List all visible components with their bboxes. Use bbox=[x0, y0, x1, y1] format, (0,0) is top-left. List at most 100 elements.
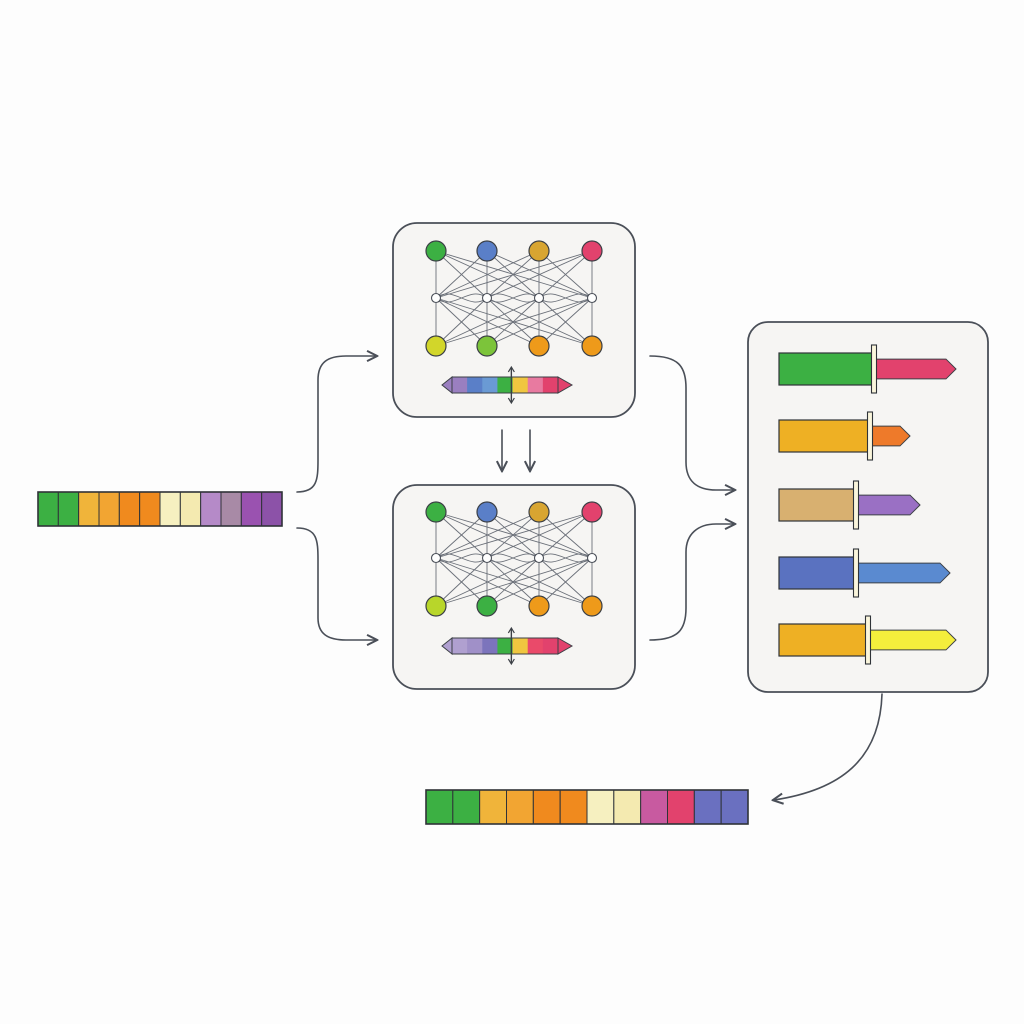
input-node bbox=[581, 240, 603, 262]
network-connections bbox=[435, 250, 593, 347]
output-bars bbox=[778, 344, 957, 665]
output-sequence-cell bbox=[693, 789, 722, 825]
output-bar bbox=[778, 411, 911, 461]
input-to-bottom-network-arrow bbox=[296, 527, 376, 640]
input-sequence-cell bbox=[200, 491, 222, 527]
output-sequence-cell bbox=[532, 789, 561, 825]
network-edge bbox=[435, 557, 488, 607]
input-sequence-cell bbox=[98, 491, 120, 527]
output-node bbox=[581, 335, 603, 357]
output-sequence-cell bbox=[506, 789, 534, 825]
network-edge bbox=[486, 511, 593, 559]
probe-marker-up bbox=[507, 365, 515, 373]
network-edge bbox=[435, 553, 488, 563]
network-edge bbox=[435, 297, 488, 347]
network-edge bbox=[538, 293, 593, 303]
input-node bbox=[528, 240, 550, 262]
probe-segment bbox=[467, 377, 483, 393]
output-bar-marker bbox=[864, 615, 872, 665]
input-node bbox=[528, 501, 550, 523]
output-bar-tip bbox=[873, 358, 957, 380]
bottom-network bbox=[425, 501, 603, 666]
probe-segment bbox=[467, 638, 483, 654]
output-node bbox=[528, 335, 550, 357]
output-sequence-cell bbox=[613, 789, 642, 825]
top-network-panel bbox=[392, 222, 636, 418]
hidden-node bbox=[430, 292, 442, 304]
probe-segment bbox=[542, 638, 559, 654]
output-bar-base bbox=[778, 352, 875, 386]
input-node bbox=[425, 240, 447, 262]
hidden-node bbox=[533, 552, 545, 564]
output-node bbox=[476, 595, 498, 617]
output-sequence-cell bbox=[640, 789, 669, 825]
probe-segment bbox=[527, 377, 544, 393]
probe-marker-down bbox=[507, 658, 515, 666]
output-bar bbox=[778, 344, 957, 394]
input-sequence-cell bbox=[220, 491, 242, 527]
network-edge bbox=[486, 297, 593, 347]
input-sequence-cell bbox=[159, 491, 181, 527]
network-edge bbox=[435, 511, 488, 559]
output-sequence-cell bbox=[452, 789, 481, 825]
probe-segment bbox=[512, 638, 529, 654]
network-edge bbox=[435, 250, 593, 299]
connectors bbox=[296, 355, 883, 800]
output-bar-marker bbox=[870, 344, 878, 394]
hidden-node bbox=[586, 552, 598, 564]
input-node bbox=[425, 501, 447, 523]
output-bar-base bbox=[778, 419, 871, 453]
network-edge bbox=[435, 511, 540, 559]
output-node bbox=[425, 335, 447, 357]
network-edge bbox=[435, 293, 488, 303]
output-sequence-cell bbox=[479, 789, 507, 825]
probe-bar bbox=[441, 626, 574, 666]
output-bar-tip bbox=[855, 562, 951, 584]
network-edge bbox=[435, 297, 540, 347]
output-bar-tip bbox=[867, 629, 957, 651]
output-bar bbox=[778, 548, 951, 598]
network-edge bbox=[486, 553, 540, 563]
network-connections bbox=[435, 511, 593, 607]
input-sequence-cell bbox=[78, 491, 100, 527]
output-sequence-cell bbox=[559, 789, 588, 825]
network-edge bbox=[538, 557, 593, 607]
hidden-node bbox=[481, 292, 493, 304]
input-sequence bbox=[37, 491, 283, 527]
probe-segment bbox=[542, 377, 559, 393]
outputs-to-result-arrow bbox=[774, 693, 883, 800]
output-node bbox=[528, 595, 550, 617]
network-edge bbox=[538, 553, 593, 563]
output-bar bbox=[778, 480, 921, 530]
output-node bbox=[581, 595, 603, 617]
network-edge bbox=[486, 250, 593, 299]
network-edge bbox=[538, 297, 593, 347]
probe-segment bbox=[482, 377, 498, 393]
probe-outline bbox=[451, 376, 559, 394]
hidden-node bbox=[430, 552, 442, 564]
input-sequence-cell bbox=[37, 491, 59, 527]
input-sequence-cell bbox=[57, 491, 80, 527]
output-sequence-cell bbox=[667, 789, 695, 825]
top-network-to-outputs-arrow bbox=[649, 355, 734, 490]
output-node bbox=[476, 335, 498, 357]
probe-segment bbox=[452, 377, 468, 393]
probe-marker-down bbox=[507, 397, 515, 405]
output-bar-base bbox=[778, 556, 857, 590]
output-sequence-cell bbox=[720, 789, 749, 825]
hidden-node bbox=[586, 292, 598, 304]
hidden-node bbox=[481, 552, 493, 564]
output-node bbox=[425, 595, 447, 617]
probe-segment bbox=[482, 638, 498, 654]
network-edge bbox=[435, 297, 593, 347]
output-bar-marker bbox=[852, 548, 860, 598]
input-sequence-cell bbox=[139, 491, 161, 527]
output-bar bbox=[778, 615, 957, 665]
probe-marker-up bbox=[507, 626, 515, 634]
network-edge bbox=[435, 557, 540, 607]
network-edge bbox=[538, 511, 593, 559]
input-node bbox=[476, 240, 498, 262]
input-sequence-cell bbox=[261, 491, 283, 527]
network-edge bbox=[538, 250, 593, 299]
probe-segment bbox=[527, 638, 544, 654]
